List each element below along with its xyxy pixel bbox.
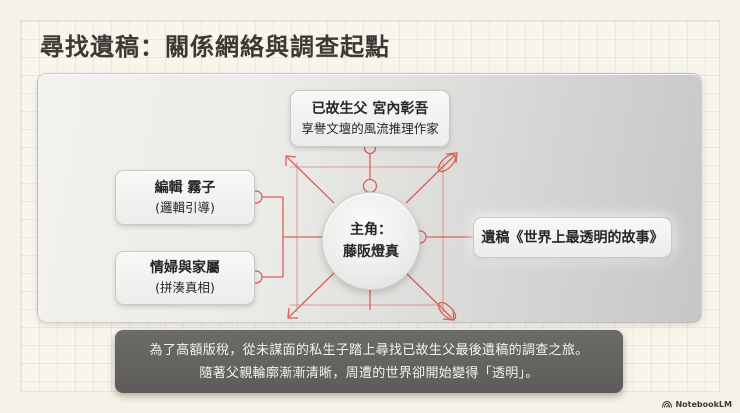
node-family-name: 情婦與家屬 [150, 260, 220, 276]
node-deceased-father-desc: 享譽文壇的風流推理作家 [301, 120, 439, 136]
notebooklm-logo-icon [662, 401, 673, 408]
caption-box: 為了高額版稅，從未謀面的私生子踏上尋找已故生父最後遺稿的調查之旅。 隨著父親輪廓… [115, 330, 623, 393]
node-manuscript: 遺稿《世界上最透明的故事》 [473, 217, 672, 258]
page-title: 尋找遺稿：關係網絡與調查起點 [40, 32, 390, 61]
node-deceased-father: 已故生父 宮內彰吾 享譽文壇的風流推理作家 [290, 90, 450, 147]
protagonist-name: 藤阪燈真 [343, 244, 399, 260]
node-family-role: (拼湊真相) [155, 280, 215, 295]
caption-line-2: 隨著父親輪廓漸漸清晰，周遭的世界卻開始變得「透明」。 [199, 365, 539, 381]
node-mistresses-family: 情婦與家屬 (拼湊真相) [115, 251, 255, 305]
caption-line-1: 為了高額版稅，從未謀面的私生子踏上尋找已故生父最後遺稿的調查之旅。 [149, 342, 589, 358]
node-editor: 編輯 霧子 (邏輯引導) [115, 170, 255, 225]
node-editor-role: (邏輯引導) [155, 199, 215, 215]
watermark-label: NotebookLM [675, 400, 732, 409]
protagonist-label: 主角： [350, 222, 392, 238]
node-editor-name: 編輯 霧子 [154, 179, 216, 196]
node-manuscript-title: 遺稿《世界上最透明的故事》 [481, 229, 664, 246]
node-deceased-father-name: 已故生父 宮內彰吾 [311, 100, 429, 117]
protagonist-circle: 主角： 藤阪燈真 [322, 192, 420, 290]
notebooklm-watermark: NotebookLM [662, 400, 732, 409]
